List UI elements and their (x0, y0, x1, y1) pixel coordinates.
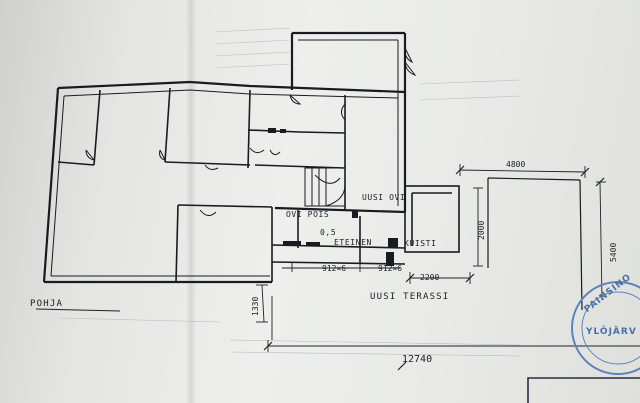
dimension-lines (35, 164, 640, 352)
dim-right-height: 5400 (609, 243, 618, 262)
terrace-outline (487, 177, 583, 311)
porch-walls (404, 185, 460, 253)
label-ovi-pois: OVI POIS (286, 210, 329, 219)
dimension-ticks (263, 165, 605, 371)
label-kuisti: KUISTI (404, 239, 437, 248)
label-window-left: 912×6 (322, 264, 346, 273)
partition-walls (57, 87, 406, 283)
dim-kuisti-height: 2000 (477, 221, 486, 240)
inner-wall-lines (50, 39, 399, 277)
label-uusi-terassi: UUSI TERASSI (370, 292, 449, 302)
dim-left-height: 1330 (251, 297, 260, 316)
label-area-mark: 0,5 (320, 228, 336, 237)
stamp-line-2: YLÖJÄRV (585, 326, 637, 337)
dim-total-width: 12740 (402, 354, 432, 365)
label-pohja: POHJA (30, 299, 63, 309)
dim-terrace-width: 2200 (420, 273, 439, 282)
label-eteinen: ETEINEN (334, 238, 372, 247)
fixtures (268, 128, 398, 266)
stamp-line-1: PAINSINO (583, 272, 634, 315)
title-block (527, 377, 640, 403)
label-window-right: 912×6 (378, 264, 402, 273)
door-swings (85, 47, 417, 216)
staircase (304, 167, 346, 207)
dim-top-width: 4800 (506, 160, 525, 169)
faint-guide-lines (59, 27, 521, 357)
paper-fold (186, 0, 196, 403)
label-uusi-ovi: UUSI OVI (362, 193, 405, 202)
